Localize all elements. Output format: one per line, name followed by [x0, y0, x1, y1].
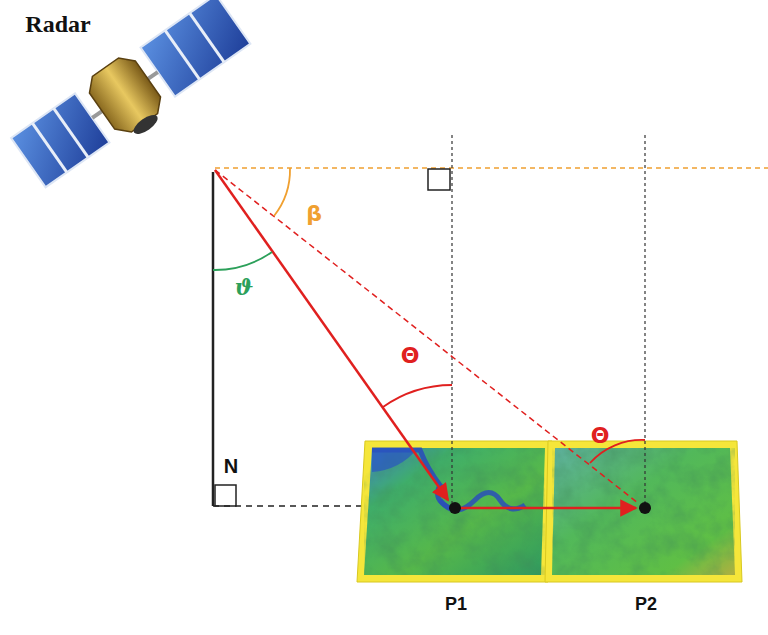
point-label: P1: [445, 595, 467, 613]
displacement-arrow: [458, 507, 636, 510]
angle-arc: [383, 385, 452, 407]
angle-label: β: [306, 203, 322, 225]
horizontal-reference: [215, 167, 768, 169]
line-of-sight: [215, 170, 638, 503]
right-angle-mark: [215, 485, 236, 506]
nadir-line: [212, 172, 215, 506]
angle-arc: [213, 252, 272, 270]
point-label: N: [224, 456, 238, 476]
ground-point: [449, 502, 461, 514]
right-angle-mark: [428, 169, 450, 190]
terrain-tile: [357, 441, 552, 582]
ground-point: [639, 502, 651, 514]
angle-label: Θ: [401, 345, 420, 367]
vertical-reference: [644, 135, 645, 503]
angle-label: Θ: [591, 425, 610, 447]
terrain-tile: [545, 441, 742, 582]
vertical-reference: [451, 135, 452, 503]
angle-label: ϑ: [235, 276, 254, 298]
device-label: Radar: [25, 12, 90, 36]
line-of-sight-arrow: [215, 170, 448, 500]
point-label: P2: [635, 595, 657, 613]
angle-arc: [274, 168, 290, 216]
